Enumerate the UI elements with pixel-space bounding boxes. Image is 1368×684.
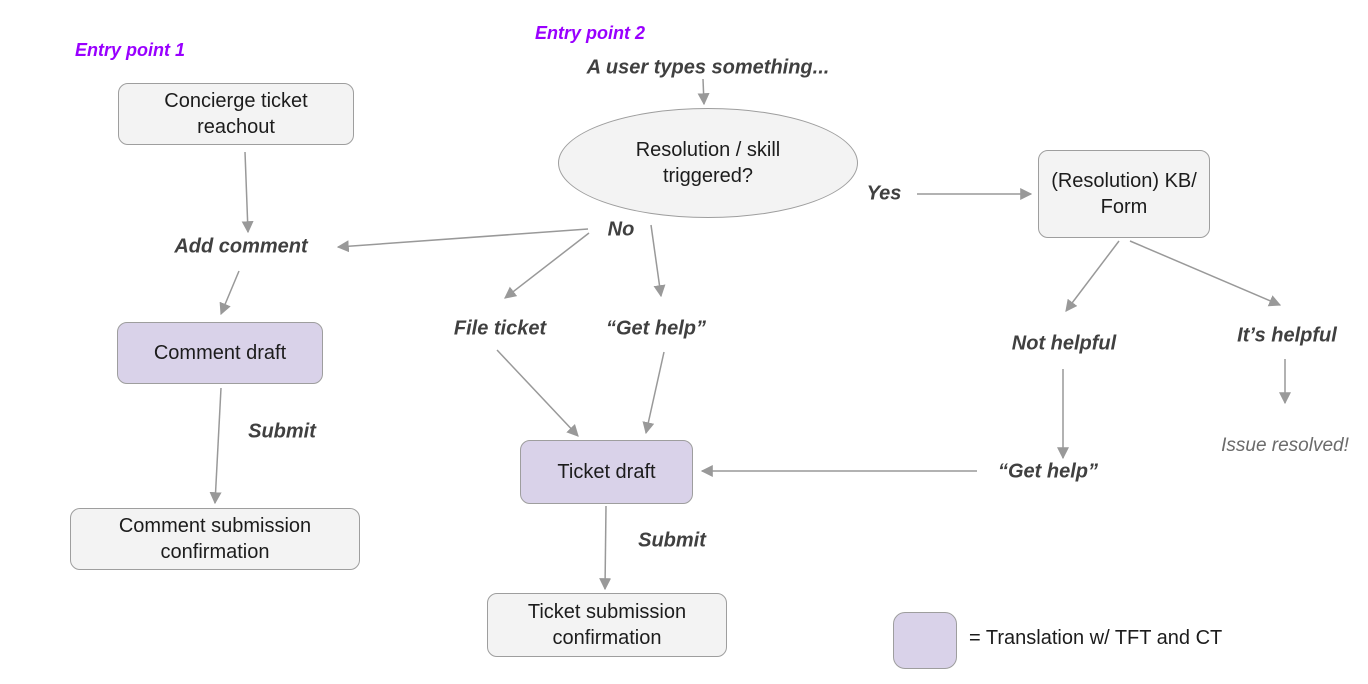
node-comment-submission-confirmation: Comment submission confirmation	[70, 508, 360, 570]
node-ticket-draft: Ticket draft	[520, 440, 693, 504]
arrow-no-to-add-comment	[336, 228, 589, 253]
entry-point-2-heading: Entry point 2	[535, 23, 646, 43]
node-comment-draft: Comment draft	[117, 322, 323, 384]
label-its-helpful: It’s helpful	[1237, 324, 1337, 347]
arrow-get-help-mid-to-ticket-draft	[642, 351, 665, 435]
node-resolution-kb-form: (Resolution) KB/ Form	[1038, 150, 1210, 238]
node-resolution-skill-triggered: Resolution / skill triggered?	[558, 108, 858, 218]
arrow-ticket-draft-to-confirmation	[599, 505, 612, 591]
legend: = Translation w/ TFT and CT	[893, 607, 1222, 669]
arrow-no-to-file-ticket	[504, 232, 590, 299]
entry-point-1-heading: Entry point 1	[75, 40, 186, 60]
label-no: No	[607, 218, 635, 241]
label-add-comment: Add comment	[174, 235, 308, 258]
legend-text: = Translation w/ TFT and CT	[969, 626, 1223, 649]
label-get-help-middle: “Get help”	[605, 317, 707, 340]
arrow-kb-form-to-its-helpful	[1129, 240, 1282, 307]
label-submit-left: Submit	[248, 420, 316, 443]
arrow-add-comment-to-comment-draft	[219, 270, 240, 316]
arrow-kb-form-to-not-helpful	[1065, 240, 1120, 312]
label-file-ticket: File ticket	[453, 317, 547, 340]
label-get-help-right: “Get help”	[997, 460, 1099, 483]
label-user-types-something: A user types something...	[586, 56, 830, 79]
arrow-user-types-to-ellipse	[697, 78, 710, 106]
label-yes: Yes	[866, 182, 902, 205]
label-issue-resolved: Issue resolved!	[1221, 435, 1349, 456]
label-not-helpful: Not helpful	[1011, 332, 1117, 355]
node-ticket-submission-confirmation: Ticket submission confirmation	[487, 593, 727, 657]
arrow-file-ticket-to-ticket-draft	[496, 349, 579, 437]
arrow-concierge-to-add-comment	[241, 151, 254, 234]
arrow-ellipse-to-get-help-mid	[650, 224, 666, 298]
arrow-comment-draft-to-confirmation	[209, 387, 222, 505]
legend-purple-swatch	[893, 612, 957, 669]
node-concierge-ticket-reachout: Concierge ticket reachout	[118, 83, 354, 145]
label-submit-middle: Submit	[638, 529, 706, 552]
